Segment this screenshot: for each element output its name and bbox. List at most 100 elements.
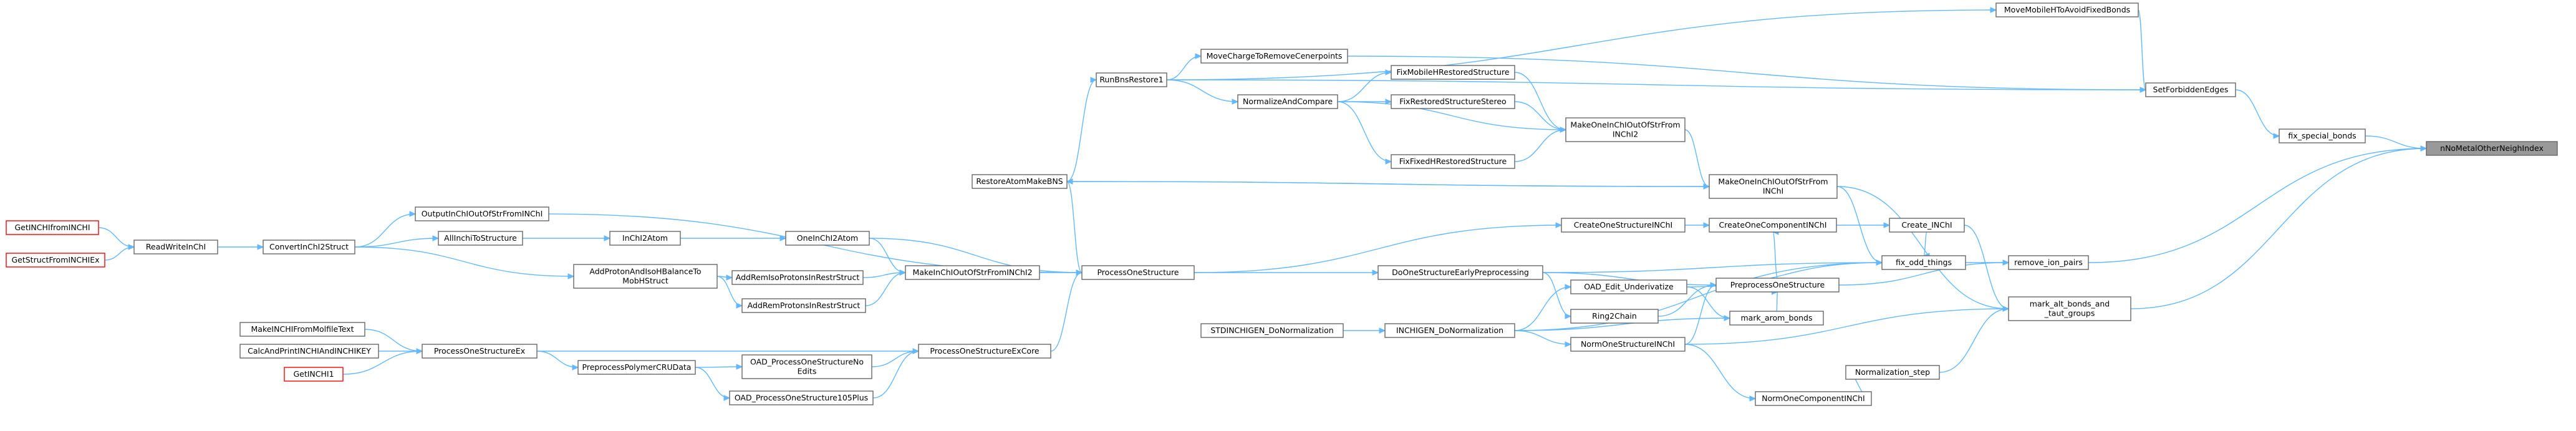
edge-n7-n8 xyxy=(1066,77,1097,182)
node-mark-arom-bonds[interactable]: mark_arom_bonds xyxy=(1729,311,1824,326)
node-label: ReadWriteInChI xyxy=(146,242,206,251)
node-createonecomponentinchi[interactable]: CreateOneComponentINChI xyxy=(1709,218,1837,233)
edge-arrowhead xyxy=(1724,315,1731,321)
edge-n39-n40 xyxy=(1542,259,1883,273)
node-label: OAD_ProcessOneStructureNo xyxy=(750,357,864,367)
node-remove-ion-pairs[interactable]: remove_ion_pairs xyxy=(2008,255,2089,270)
node-label: INChI2 xyxy=(1613,130,1638,139)
node-inchigen-donormalization[interactable]: INCHIGEN_DoNormalization xyxy=(1384,323,1515,338)
node-getstructfrominchiex[interactable]: GetStructFromINCHIEx xyxy=(6,253,105,268)
node-label: GetINCHI1 xyxy=(293,369,334,379)
node-label: AddRemProtonsInRestrStruct xyxy=(748,301,861,310)
node-box xyxy=(741,298,866,313)
node-stdinchigen-donormalization[interactable]: STDINCHIGEN_DoNormalization xyxy=(1200,323,1344,338)
edge-n13-n12 xyxy=(1514,127,1567,162)
node-normonecomponentinchi[interactable]: NormOneComponentINChI xyxy=(1755,391,1872,406)
node-oneinchi2atom[interactable]: OneInChI2Atom xyxy=(785,231,870,246)
node-box xyxy=(1081,265,1195,280)
node-label: MakeOneInChIOutOfStrFrom xyxy=(1718,177,1828,186)
node-processonestructureex[interactable]: ProcessOneStructureEx xyxy=(422,344,538,359)
node-makeinchifrommolfiletext[interactable]: MakeINCHIFromMolfileText xyxy=(239,322,365,337)
node-addremprotonsinrestrstruct[interactable]: AddRemProtonsInRestrStruct xyxy=(741,298,866,313)
edge-line xyxy=(342,351,423,375)
node-oad-edit-underivatize[interactable]: OAD_Edit_Underivatize xyxy=(1570,279,1687,294)
edge-line xyxy=(1542,272,1571,317)
edge-n39-n14 xyxy=(1836,186,1883,266)
edge-line xyxy=(1166,56,1202,80)
node-label: Edits xyxy=(798,367,817,376)
node-label: ProcessOneStructureEx xyxy=(434,346,525,356)
node-normonestructureinchi[interactable]: NormOneStructureINChI xyxy=(1570,337,1686,352)
edge-n27-n28 xyxy=(1050,269,1083,352)
edge-line xyxy=(1066,79,1097,182)
node-makeinchioutofstrfrominchi2[interactable]: MakeInChIOutOfStrFromINChI2 xyxy=(905,265,1040,280)
node-runbnsrestore1[interactable]: RunBnsRestore1 xyxy=(1096,72,1167,87)
edge-line xyxy=(2130,148,2427,309)
node-allinchitostructure[interactable]: AllInchiToStructure xyxy=(438,231,523,246)
node-label: ProcessOneStructure xyxy=(1097,268,1179,277)
edge-line xyxy=(1514,286,1571,331)
node-processonestructureexcore[interactable]: ProcessOneStructureExCore xyxy=(918,344,1051,359)
node-readwriteinchi[interactable]: ReadWriteInChI xyxy=(133,240,218,254)
node-addremisoprotonsinrestrstruct[interactable]: AddRemIsoProtonsInRestrStruct xyxy=(731,270,864,285)
edge-n39-n36 xyxy=(1922,231,1930,259)
edge-arrowhead xyxy=(1565,284,1572,290)
edge-arrowhead xyxy=(2002,306,2010,312)
edge-arrowhead xyxy=(432,235,440,241)
node-label: INChI xyxy=(1763,186,1783,196)
node-box xyxy=(2008,296,2131,321)
node-normalizeandcompare[interactable]: NormalizeAndCompare xyxy=(1237,94,1338,109)
edge-line xyxy=(1514,262,1883,331)
edge-n8-n14 xyxy=(1066,178,1710,187)
node-getinchi1[interactable]: GetINCHI1 xyxy=(284,367,344,382)
node-fixmobilehrestoredstructure[interactable]: FixMobileHRestoredStructure xyxy=(1391,65,1515,80)
node-normalization-step[interactable]: Normalization_step xyxy=(1845,365,1940,380)
node-processonestructure[interactable]: ProcessOneStructure xyxy=(1081,265,1195,280)
node-convertinchi2struct[interactable]: ConvertInChI2Struct xyxy=(263,240,355,254)
node-label: PreprocessOneStructure xyxy=(1730,280,1825,289)
node-createonestructureinchi[interactable]: CreateOneStructureINChI xyxy=(1561,218,1686,233)
edge-n45-n46 xyxy=(1343,327,1386,334)
edge-arrowhead xyxy=(409,211,417,217)
node-doonestructureearlypreprocessing[interactable]: DoOneStructureEarlyPreprocessing xyxy=(1377,265,1543,280)
node-fix-odd-things[interactable]: fix_odd_things xyxy=(1881,255,1966,270)
node-label: CreateOneComponentINChI xyxy=(1719,220,1827,230)
edge-n40-n27 xyxy=(1194,269,1379,276)
node-create-inchi[interactable]: Create_INChI xyxy=(1889,218,1965,233)
node-nnometalotherneighindex: nNoMetalOtherNeighIndex xyxy=(2426,141,2558,156)
node-fixfixedhrestoredstructure[interactable]: FixFixedHRestoredStructure xyxy=(1391,154,1515,169)
node-preprocessonestructure[interactable]: PreprocessOneStructure xyxy=(1715,278,1840,293)
node-fixrestoredstructurestereo[interactable]: FixRestoredStructureStereo xyxy=(1391,94,1515,109)
edge-line xyxy=(2235,89,2280,137)
edge-arrowhead xyxy=(899,269,907,276)
node-preprocesspolymercrudata[interactable]: PreprocessPolymerCRUData xyxy=(577,360,696,375)
node-box xyxy=(1391,65,1515,80)
node-movechargetoremovecenerpoints[interactable]: MoveChargeToRemoveCenerpoints xyxy=(1200,49,1348,64)
node-label: FixFixedHRestoredStructure xyxy=(1399,157,1507,166)
edge-line xyxy=(98,227,135,248)
edge-line xyxy=(536,351,579,368)
node-fix-special-bonds[interactable]: fix_special_bonds xyxy=(2279,128,2366,143)
node-movemobilehtoavoidfixedbonds[interactable]: MoveMobileHToAvoidFixedBonds xyxy=(1995,2,2139,17)
node-outputinchioutofstrfrominchi[interactable]: OutputInChIOutOfStrFromINChI xyxy=(415,206,549,221)
node-setforbiddenedges[interactable]: SetForbiddenEdges xyxy=(2145,82,2236,97)
node-inchi2atom[interactable]: InChI2Atom xyxy=(609,231,681,246)
node-restoreatommakebns[interactable]: RestoreAtomMakeBNS xyxy=(972,174,1068,189)
node-getinchifrominchi[interactable]: GetINCHIfromINCHI xyxy=(6,220,99,235)
node-label: STDINCHIGEN_DoNormalization xyxy=(1210,326,1333,335)
node-oad-processonestructure105plus[interactable]: OAD_ProcessOneStructure105Plus xyxy=(729,390,874,405)
node-mark-alt-bonds-and-taut-groups[interactable]: mark_alt_bonds_and_taut_groups xyxy=(2008,296,2131,321)
node-label: DoOneStructureEarlyPreprocessing xyxy=(1392,268,1529,277)
edge-line xyxy=(1166,9,1997,80)
edge-arrowhead xyxy=(1560,127,1567,133)
node-box xyxy=(1570,337,1686,352)
edge-arrowhead xyxy=(416,348,423,354)
edge-line xyxy=(2088,148,2427,263)
edge-line xyxy=(354,246,574,277)
node-ring2chain[interactable]: Ring2Chain xyxy=(1570,309,1659,324)
node-calcandprintinchiandinchikey[interactable]: CalcAndPrintINCHIAndINCHIKEY xyxy=(239,344,379,359)
